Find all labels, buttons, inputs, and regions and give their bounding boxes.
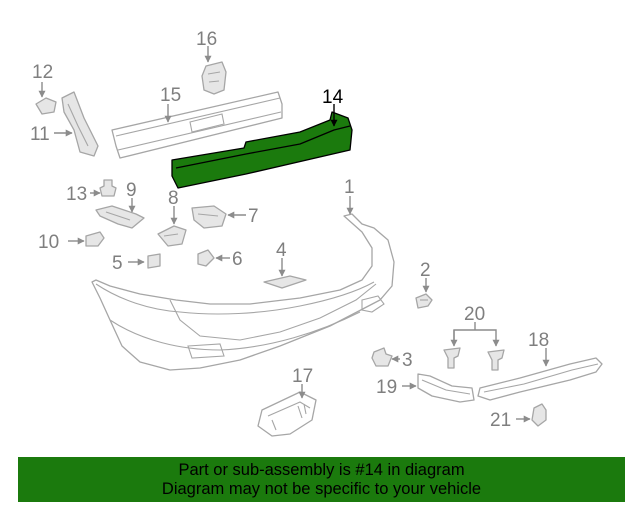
part-9-bracket — [95, 198, 145, 229]
part-8-bracket — [157, 206, 187, 247]
callout-8: 8 — [168, 188, 179, 209]
info-banner: Part or sub-assembly is #14 in diagram D… — [18, 457, 625, 502]
part-10-clip — [68, 231, 105, 247]
part-4-trim — [263, 258, 307, 289]
part-20-retainers — [443, 322, 505, 371]
callout-11: 11 — [30, 124, 50, 145]
parts-diagram: 16 15 14 12 11 13 9 8 7 1 10 5 6 4 2 20 … — [30, 29, 603, 437]
part-11-retainer — [54, 91, 99, 157]
part-13-bolt — [90, 179, 117, 197]
callout-17: 17 — [292, 366, 313, 387]
part-7-bracket — [191, 205, 246, 229]
callout-9: 9 — [126, 180, 137, 201]
callout-13: 13 — [66, 184, 87, 205]
banner-line-1: Part or sub-assembly is #14 in diagram — [178, 461, 465, 479]
callout-16: 16 — [196, 29, 217, 50]
part-3-retainer — [371, 347, 400, 367]
callout-4: 4 — [276, 240, 287, 261]
part-2-bolt — [415, 278, 433, 309]
callout-7: 7 — [248, 206, 259, 227]
part-21-retainer — [516, 403, 547, 427]
callout-3: 3 — [402, 350, 413, 371]
part-1-bumper-cover — [91, 196, 395, 371]
part-18-molding — [477, 348, 603, 401]
callout-18: 18 — [528, 330, 549, 351]
absorber-shape — [171, 111, 353, 189]
part-14-energy-absorber — [171, 104, 353, 189]
part-16-bracket — [201, 46, 227, 95]
callout-12: 12 — [32, 62, 53, 83]
callout-14: 14 — [322, 87, 344, 108]
callout-20: 20 — [464, 304, 485, 325]
part-5-pad — [128, 253, 161, 269]
part-6-pad — [197, 249, 230, 267]
part-12-clip — [35, 82, 57, 115]
callout-19: 19 — [376, 377, 397, 398]
callout-15: 15 — [160, 85, 181, 106]
part-17-bracket — [257, 384, 317, 437]
callout-10: 10 — [38, 232, 59, 253]
callout-6: 6 — [232, 249, 243, 270]
callout-21: 21 — [490, 410, 511, 431]
callout-5: 5 — [112, 253, 123, 274]
callout-2: 2 — [420, 260, 431, 281]
banner-line-2: Diagram may not be specific to your vehi… — [161, 480, 482, 498]
part-15-reinforcement — [111, 91, 283, 159]
part-19-reflector — [402, 373, 475, 403]
callout-1: 1 — [344, 177, 355, 198]
